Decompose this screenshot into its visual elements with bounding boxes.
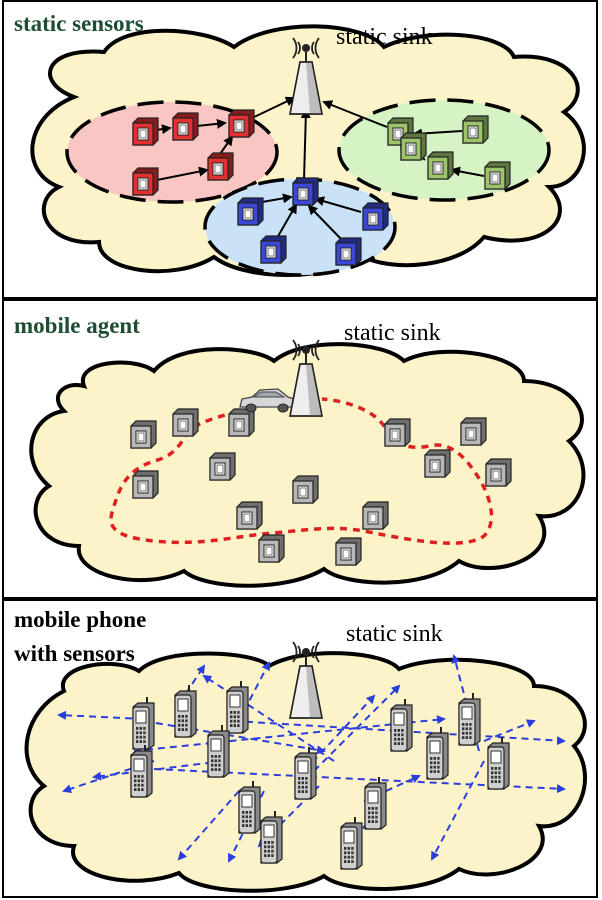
flow-arrow — [133, 715, 446, 752]
sensor-node-icon — [400, 132, 427, 161]
flow-arrow — [307, 204, 343, 241]
flow-arrow — [57, 710, 145, 720]
sensor-node-icon — [237, 197, 264, 226]
sensor-node-icon — [260, 235, 287, 264]
sensor-node-icon — [484, 161, 511, 190]
flow-arrow — [261, 193, 293, 204]
panel-mobile-agent: mobile agent static sink — [2, 299, 598, 599]
sensor-node-icon — [384, 418, 411, 447]
sensor-node-icon — [132, 470, 159, 499]
sensor-node-icon — [427, 151, 454, 180]
mobile-phone-icon — [130, 745, 153, 798]
mobile-phone-icon — [426, 727, 449, 780]
static-sensors-diagram — [30, 24, 586, 277]
car-icon — [239, 388, 295, 413]
sensor-node-icon — [362, 501, 389, 530]
flow-arrow — [300, 108, 311, 181]
sensor-node-icon — [228, 109, 255, 138]
mobile-phone-icon — [174, 685, 197, 738]
data-flow-arrows — [151, 96, 485, 241]
flow-arrow — [151, 166, 209, 182]
sink-label: static sink — [346, 621, 443, 647]
flow-arrow — [196, 118, 227, 129]
sensor-node-icon — [207, 152, 234, 181]
flow-arrow — [450, 166, 485, 177]
panel-mobile-phone-sensors: mobile phone with sensors static sink — [2, 599, 598, 898]
sensor-node-icon — [424, 449, 451, 478]
flow-arrow — [251, 96, 296, 119]
sensor-node-icon — [460, 417, 487, 446]
panel-title-line1: mobile phone — [14, 607, 147, 632]
sensor-node-icon — [172, 112, 199, 141]
sensor-node-icon — [228, 408, 255, 437]
sensor-node-icon — [132, 167, 159, 196]
sink-label: static sink — [336, 24, 433, 50]
panel-static-sensors: static sensors static sink — [2, 0, 598, 299]
mobile-phone-icon — [207, 725, 230, 778]
mobile-phone-icon — [487, 737, 510, 790]
sensor-node-icon — [172, 408, 199, 437]
mobile-phone-icon — [132, 697, 155, 750]
flow-arrow — [322, 100, 388, 128]
flow-arrow — [483, 719, 536, 742]
sensor-node-icon — [132, 117, 159, 146]
sink-label: static sink — [344, 320, 441, 346]
panel-title: static sensors — [14, 11, 144, 36]
agent-path — [109, 397, 494, 545]
mobile-phone-diagram — [24, 641, 587, 893]
panel-title-line2: with sensors — [14, 641, 135, 666]
flow-arrow — [314, 196, 362, 213]
sensor-node-icon — [130, 420, 157, 449]
flow-arrow — [178, 664, 206, 705]
mobile-phone-icon — [340, 817, 363, 870]
mobile-phone-icon — [458, 693, 481, 746]
sensor-node-icon — [292, 177, 319, 206]
sensor-node-icon — [362, 202, 389, 231]
mobile-phone-icon — [238, 781, 261, 834]
sensor-node-icon — [209, 452, 236, 481]
green-cluster — [337, 98, 551, 202]
network-cloud — [29, 342, 586, 588]
antenna-tower-icon — [289, 37, 323, 115]
sensor-node-icon — [258, 534, 285, 563]
network-cloud — [30, 24, 586, 277]
mobile-phone-icon — [260, 811, 283, 864]
mobile-phone-icon — [294, 747, 317, 800]
flow-arrow — [143, 720, 326, 755]
flow-arrow — [276, 203, 297, 239]
sensor-node-icon — [236, 501, 263, 530]
flow-arrow — [219, 135, 234, 155]
sensor-nodes — [130, 408, 512, 566]
flow-arrow — [177, 790, 240, 861]
panel-title: mobile agent — [14, 313, 140, 338]
mobile-phones — [130, 681, 510, 870]
antenna-tower-icon — [289, 339, 323, 417]
mobile-phone-icon — [390, 699, 413, 752]
flow-arrow — [202, 674, 335, 762]
mobile-phone-icon — [364, 777, 387, 830]
antenna-tower-icon — [289, 641, 323, 719]
sensor-nodes — [132, 109, 511, 266]
sensor-node-icon — [485, 458, 512, 487]
mobile-phone-icon — [226, 681, 249, 734]
sensor-node-icon — [292, 475, 319, 504]
flow-arrow — [243, 661, 270, 712]
sensor-node-icon — [335, 537, 362, 566]
sensor-node-icon — [462, 115, 489, 144]
mobile-agent-diagram — [29, 339, 586, 588]
flow-arrow — [363, 774, 421, 802]
sensor-node-icon — [335, 237, 362, 266]
flow-arrow — [431, 760, 485, 861]
